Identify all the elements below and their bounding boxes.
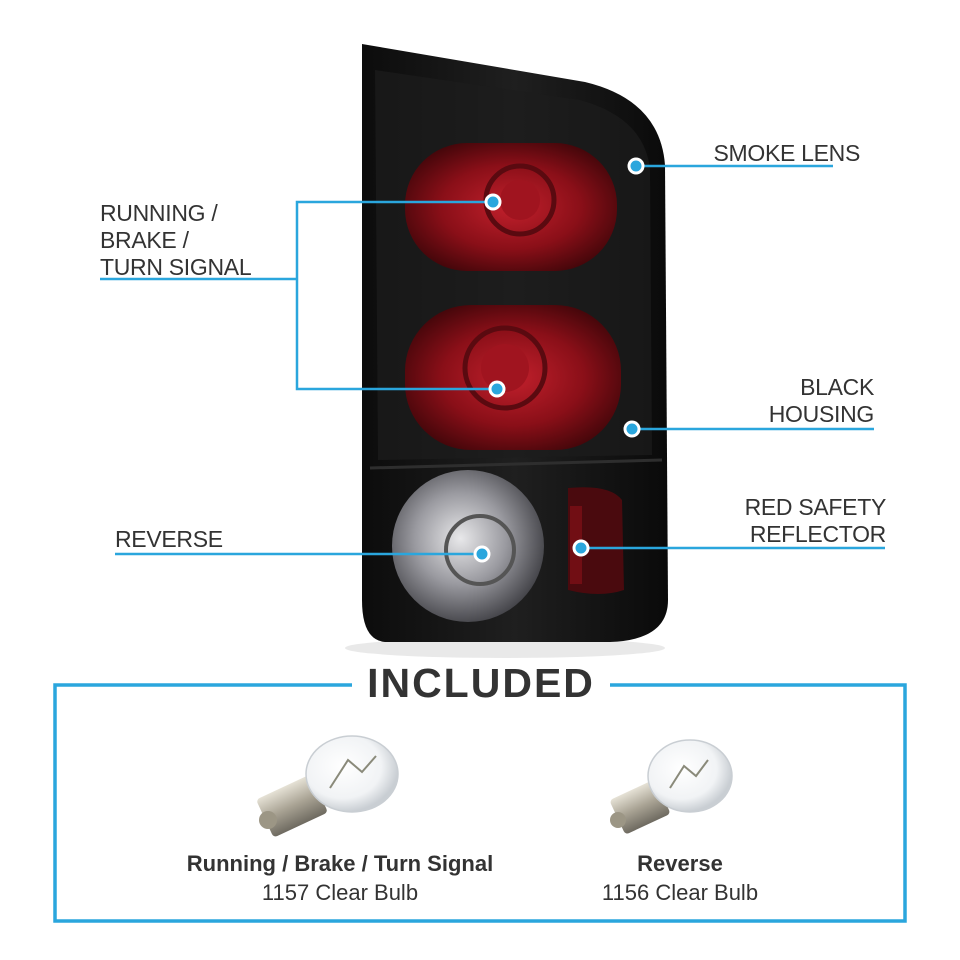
bulb-name: Reverse <box>637 851 723 876</box>
red-safety-reflector-label: RED SAFETY REFLECTOR <box>744 494 887 547</box>
bulb-description: 1156 Clear Bulb <box>601 880 759 905</box>
included-title: INCLUDED <box>352 658 610 708</box>
callout-dots <box>473 157 645 563</box>
tail-light <box>345 44 668 658</box>
reverse-label: REVERSE <box>115 526 223 552</box>
bulb-name: Running / Brake / Turn Signal <box>186 851 494 876</box>
black-housing-label: BLACK HOUSING <box>768 374 875 427</box>
reverse-lens <box>392 470 544 622</box>
bulb-caption-1156: Reverse 1156 Clear Bulb <box>560 850 800 908</box>
bulb-1156-image <box>610 739 733 834</box>
smoke-lens-label: SMOKE LENS <box>713 140 860 166</box>
bulb-1157-image <box>257 735 399 837</box>
bulb-caption-1157: Running / Brake / Turn Signal 1157 Clear… <box>160 850 520 908</box>
bulb-description: 1157 Clear Bulb <box>261 880 419 905</box>
running-brake-turn-label: RUNNING / BRAKE / TURN SIGNAL <box>100 200 252 280</box>
